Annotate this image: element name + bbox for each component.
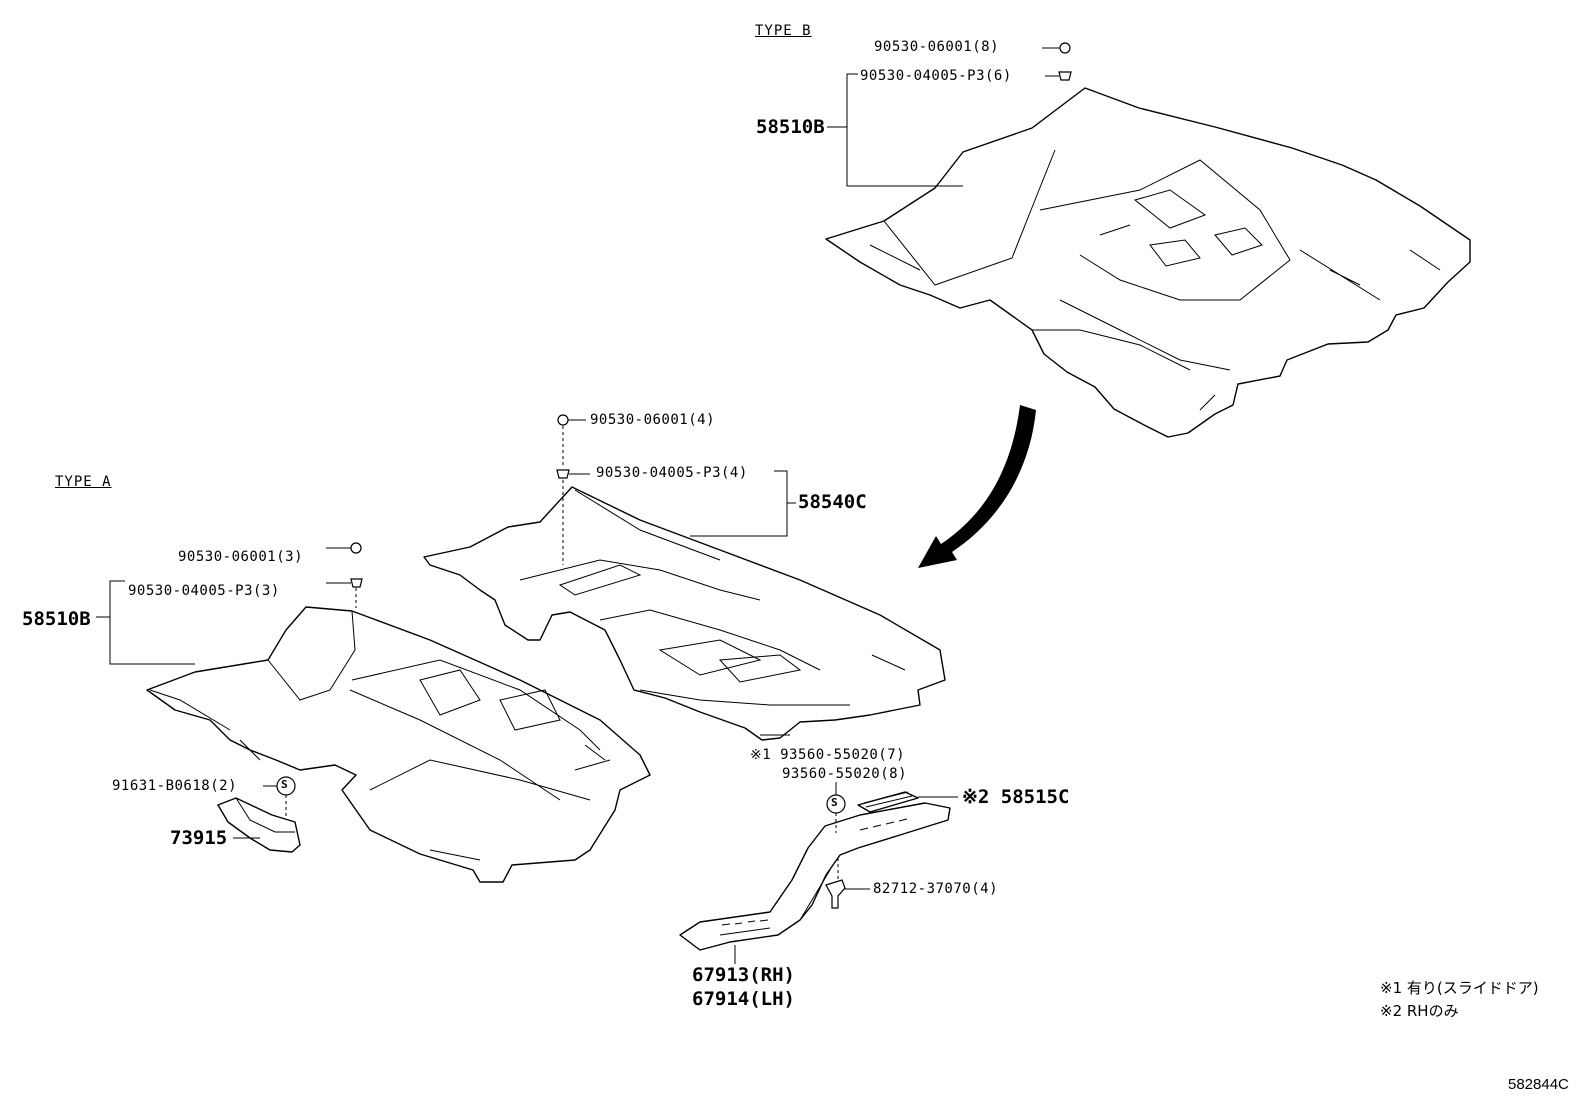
- scuff-plate-67913-67914: [679, 802, 951, 951]
- label-scuff-rh[interactable]: 67913(RH): [692, 964, 795, 986]
- type-b-heading: TYPE B: [755, 23, 812, 39]
- label-rear-clip[interactable]: 90530-04005-P3(4): [596, 465, 748, 481]
- type-b-carpet-leader: [846, 73, 963, 187]
- scuff-screw-symbol: S: [831, 796, 838, 809]
- label-type-a-bolt[interactable]: 90530-06001(3): [178, 549, 304, 565]
- type-a-screw-symbol: S: [281, 778, 288, 791]
- label-clip[interactable]: 82712-37070(4): [873, 881, 999, 897]
- label-type-b-carpet[interactable]: 58510B: [756, 116, 825, 138]
- step-pad-58515C: [857, 791, 958, 813]
- scuff-screw: [826, 782, 846, 833]
- type-a-rear-fasteners: [556, 414, 590, 565]
- type-a-heading: TYPE A: [55, 474, 112, 490]
- type-a-fasteners: [326, 542, 363, 608]
- label-rear-carpet[interactable]: 58540C: [798, 491, 867, 513]
- label-step-pad[interactable]: ※2 58515C: [962, 786, 1070, 808]
- label-step-screw-1[interactable]: ※1 93560-55020(7): [750, 747, 906, 763]
- type-b-floor-carpet: [825, 87, 1471, 438]
- label-type-b-clip[interactable]: 90530-04005-P3(6): [860, 68, 1012, 84]
- bracket-73915: [217, 776, 301, 853]
- note-2: ※2 RHのみ: [1380, 1002, 1459, 1020]
- label-type-b-bolt[interactable]: 90530-06001(8): [874, 39, 1000, 55]
- diagram-code: 582844C: [1508, 1076, 1569, 1093]
- label-type-a-carpet[interactable]: 58510B: [22, 608, 91, 630]
- label-bracket[interactable]: 73915: [170, 827, 228, 849]
- type-a-carpet-leader: [109, 580, 195, 665]
- label-type-a-clip[interactable]: 90530-04005-P3(3): [128, 583, 280, 599]
- label-scuff-lh[interactable]: 67914(LH): [692, 988, 795, 1010]
- label-rear-bolt[interactable]: 90530-06001(4): [590, 412, 716, 428]
- type-a-rear-carpet-58540C: [423, 486, 946, 741]
- label-type-a-screw[interactable]: 91631-B0618(2): [112, 778, 238, 794]
- type-b-fasteners: [1042, 42, 1072, 81]
- type-b-to-a-arrow: [918, 405, 1036, 568]
- label-step-screw-2[interactable]: 93560-55020(8): [782, 766, 908, 782]
- clip-82712: [825, 858, 870, 909]
- note-1: ※1 有り(スライドドア): [1380, 979, 1539, 997]
- type-a-front-carpet: [146, 606, 651, 883]
